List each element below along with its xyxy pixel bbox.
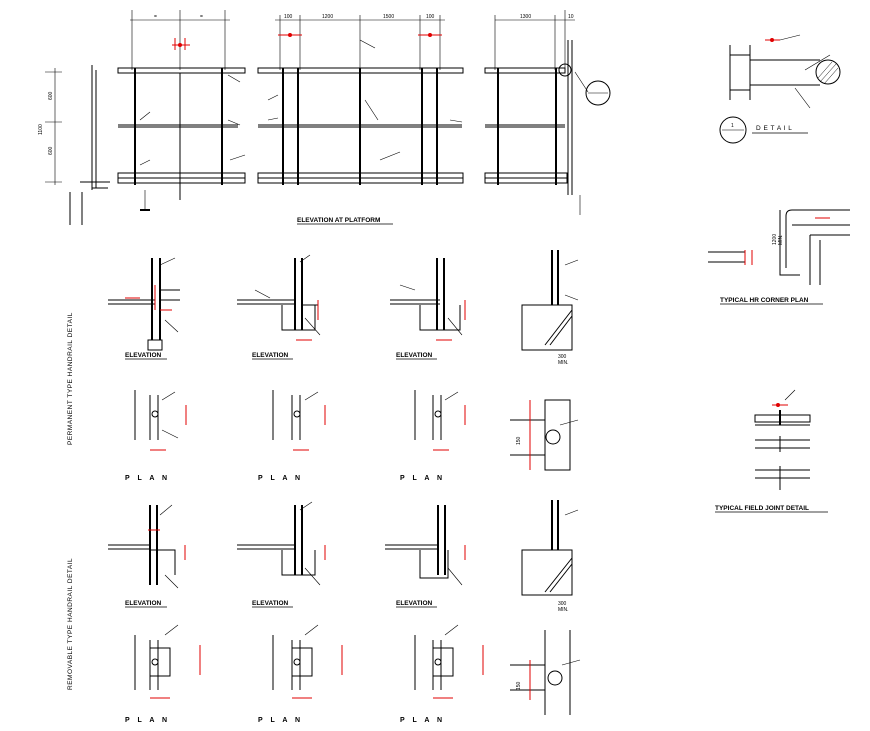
handrail-segment-1: = = bbox=[117, 10, 246, 211]
label-plan-r1: P L A N bbox=[125, 717, 170, 724]
detail-1: 1 D E T A I L bbox=[719, 34, 841, 144]
dim-1300: 1300 bbox=[520, 14, 531, 20]
dim-min-r: MIN. bbox=[558, 607, 569, 613]
removable-plan-side: 150 bbox=[510, 630, 581, 715]
label-elevation-r1: ELEVATION bbox=[125, 600, 162, 607]
dim-eq-2: = bbox=[200, 14, 203, 20]
title-elevation-at-platform: ELEVATION AT PLATFORM bbox=[297, 217, 380, 224]
removable-plan-2: P L A N bbox=[258, 624, 343, 724]
removable-plan-1: P L A N bbox=[125, 624, 201, 724]
dim-150-p: 150 bbox=[516, 436, 522, 445]
label-plan-p2: P L A N bbox=[258, 475, 303, 482]
detail-marker bbox=[719, 116, 747, 144]
title-permanent-type: PERMANENT TYPE HANDRAIL DETAIL bbox=[67, 312, 74, 445]
dim-100-left: 100 bbox=[284, 14, 293, 20]
permanent-plan-2: P L A N bbox=[258, 390, 326, 482]
removable-elevation-2: ELEVATION bbox=[237, 501, 326, 608]
dim-min-p: MIN. bbox=[558, 360, 569, 366]
label-elevation-p2: ELEVATION bbox=[252, 352, 289, 359]
permanent-elevation-2: ELEVATION bbox=[237, 254, 321, 360]
label-elevation-r3: ELEVATION bbox=[396, 600, 433, 607]
dim-min-corner: MIN. bbox=[778, 234, 784, 245]
dim-10: 10 bbox=[568, 14, 574, 20]
label-elevation-p1: ELEVATION bbox=[125, 352, 162, 359]
typical-hr-corner-plan: 1200 MIN. TYPICAL HR CORNER PLAN bbox=[708, 209, 850, 305]
dim-1100: 1100 bbox=[38, 124, 44, 135]
dim-1200: 1200 bbox=[322, 14, 333, 20]
label-plan-p1: P L A N bbox=[125, 475, 170, 482]
removable-elevation-1: ELEVATION bbox=[108, 504, 186, 608]
removable-side-section: 300 MIN. bbox=[521, 500, 579, 613]
dim-300-r: 300 bbox=[558, 601, 567, 607]
title-removable-type: REMOVABLE TYPE HANDRAIL DETAIL bbox=[67, 558, 74, 690]
permanent-plan-3: P L A N bbox=[400, 390, 466, 482]
dim-300-p: 300 bbox=[558, 354, 567, 360]
dim-600-upper: 600 bbox=[48, 91, 54, 100]
permanent-plan-side: 150 bbox=[510, 399, 579, 471]
permanent-plan-1: P L A N bbox=[125, 390, 187, 482]
title-typical-hr-corner-plan: TYPICAL HR CORNER PLAN bbox=[720, 297, 809, 304]
handrail-segment-3: 1300 10 bbox=[484, 10, 611, 215]
permanent-elevation-3: ELEVATION bbox=[390, 258, 466, 360]
handrail-segment-2: 100 1200 1500 100 bbox=[257, 14, 464, 185]
title-typical-field-joint-detail: TYPICAL FIELD JOINT DETAIL bbox=[715, 505, 809, 512]
dim-600-lower: 600 bbox=[48, 146, 54, 155]
dim-150-r: 150 bbox=[516, 681, 522, 690]
dim-100-right: 100 bbox=[426, 14, 435, 20]
label-elevation-r2: ELEVATION bbox=[252, 600, 289, 607]
detail-number: 1 bbox=[731, 123, 734, 129]
label-plan-p3: P L A N bbox=[400, 475, 445, 482]
label-elevation-p3: ELEVATION bbox=[396, 352, 433, 359]
dim-1500: 1500 bbox=[383, 14, 394, 20]
detail-callout-1 bbox=[585, 80, 611, 106]
elevation-at-platform: 600 600 1100 = = bbox=[38, 10, 611, 225]
removable-elevation-3: ELEVATION bbox=[385, 505, 466, 608]
label-plan-r3: P L A N bbox=[400, 717, 445, 724]
title-detail: D E T A I L bbox=[756, 125, 792, 132]
removable-plan-3: P L A N bbox=[400, 624, 484, 724]
label-plan-r2: P L A N bbox=[258, 717, 303, 724]
typical-field-joint-detail: TYPICAL FIELD JOINT DETAIL bbox=[715, 389, 828, 513]
dim-1200-corner: 1200 bbox=[772, 234, 778, 245]
permanent-elevation-1: ELEVATION bbox=[108, 257, 180, 360]
permanent-side-section: 300 MIN. bbox=[521, 250, 579, 366]
dim-eq-1: = bbox=[154, 14, 157, 20]
